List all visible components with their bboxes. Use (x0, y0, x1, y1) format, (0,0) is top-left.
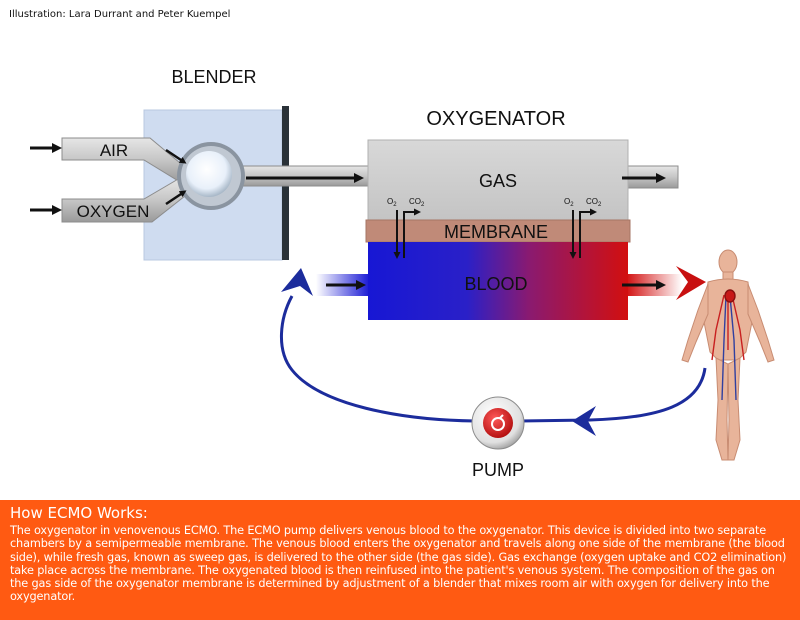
air-label: AIR (100, 141, 128, 160)
oxygen-to-valve-arrow (165, 190, 187, 206)
oxygen-label: OXYGEN (77, 202, 150, 221)
blood-label: BLOOD (464, 274, 527, 294)
o2-label-right: O2 (564, 197, 574, 208)
tubing-arrowhead-left (281, 268, 313, 296)
co2-label-right: CO2 (586, 197, 602, 208)
patient-figure-icon (681, 249, 775, 461)
blender-label: BLENDER (171, 67, 256, 87)
blood-chamber (368, 242, 628, 320)
air-to-valve-arrow (165, 148, 187, 164)
membrane-label: MEMBRANE (444, 222, 548, 242)
oxygenator-unit (316, 139, 682, 320)
blender-outlet-pipe (235, 165, 369, 187)
co2-up-arrow-right (579, 208, 597, 258)
tubing-arrowhead-right (572, 406, 596, 436)
caption-body: The oxygenator in venovenous ECMO. The E… (10, 524, 787, 604)
illustration-credit: Illustration: Lara Durrant and Peter Kue… (9, 9, 231, 20)
caption-title: How ECMO Works: (10, 504, 148, 522)
caption-panel: How ECMO Works: The oxygenator in venove… (0, 500, 800, 620)
o2-label-left: O2 (387, 197, 397, 208)
pump-icon (471, 396, 525, 450)
co2-up-arrow-left (403, 208, 421, 258)
gas-exchange-right: O2 CO2 (564, 197, 602, 259)
mixing-valve (177, 142, 245, 210)
ecmo-diagram: BLENDER AIR OXYGEN OXYGENATOR GAS MEMBRA… (30, 67, 775, 480)
pump-label: PUMP (472, 460, 524, 480)
venous-return-tubing (280, 295, 707, 423)
gas-exchange-left: O2 CO2 (387, 197, 425, 259)
gas-label: GAS (479, 171, 517, 191)
co2-label-left: CO2 (409, 197, 425, 208)
patient-vessels (711, 289, 745, 401)
oxygenator-label: OXYGENATOR (426, 108, 565, 130)
reinfusion-arrowhead (676, 266, 706, 300)
